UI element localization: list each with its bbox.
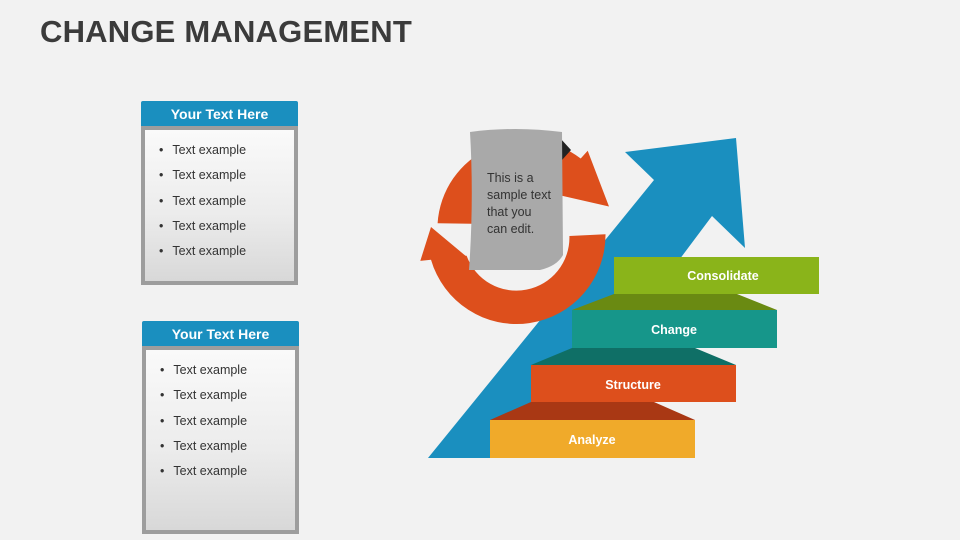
bullet-list: Text example Text example Text example T… [159, 138, 294, 264]
list-item: Text example [159, 138, 294, 163]
note-body [469, 129, 563, 270]
list-item: Text example [160, 409, 295, 434]
list-item: Text example [160, 383, 295, 408]
list-item: Text example [159, 239, 294, 264]
cycle-arrow-bottom [420, 227, 606, 324]
list-item: Text example [160, 434, 295, 459]
note-line: sample text [487, 188, 551, 202]
step-label-change: Change [651, 323, 697, 337]
step-shade-consolidate [572, 294, 777, 310]
step-analyze [490, 420, 695, 458]
text-panel-1: Your Text Here Text example Text example… [141, 101, 298, 285]
step-label-analyze: Analyze [568, 433, 615, 447]
page-title: CHANGE MANAGEMENT [40, 14, 412, 49]
panel-header: Your Text Here [141, 101, 298, 126]
list-item: Text example [159, 214, 294, 239]
note-line: This is a [487, 171, 534, 185]
note-fold-icon [560, 138, 571, 160]
step-consolidate [614, 257, 819, 294]
panel-box: Text example Text example Text example T… [141, 126, 298, 285]
list-item: Text example [160, 459, 295, 484]
note-line: that you [487, 205, 532, 219]
step-label-consolidate: Consolidate [687, 269, 759, 283]
step-label-structure: Structure [605, 378, 661, 392]
list-item: Text example [159, 163, 294, 188]
step-structure [531, 365, 736, 402]
bullet-list: Text example Text example Text example T… [160, 358, 295, 484]
text-panel-2: Your Text Here Text example Text example… [142, 321, 299, 534]
step-shade-change [531, 348, 736, 365]
list-item: Text example [160, 358, 295, 383]
growth-arrow [428, 138, 745, 458]
panel-content: Text example Text example Text example T… [145, 130, 294, 281]
step-change [572, 310, 777, 348]
panel-box: Text example Text example Text example T… [142, 346, 299, 534]
list-item: Text example [159, 189, 294, 214]
panel-content: Text example Text example Text example T… [146, 350, 295, 530]
step-shade-structure [490, 402, 695, 420]
note-line: can edit. [487, 222, 534, 236]
sticky-note: This is a sample text that you can edit. [469, 129, 571, 270]
panel-header: Your Text Here [142, 321, 299, 346]
staircase: Consolidate Change Structure Analyze [490, 257, 819, 458]
